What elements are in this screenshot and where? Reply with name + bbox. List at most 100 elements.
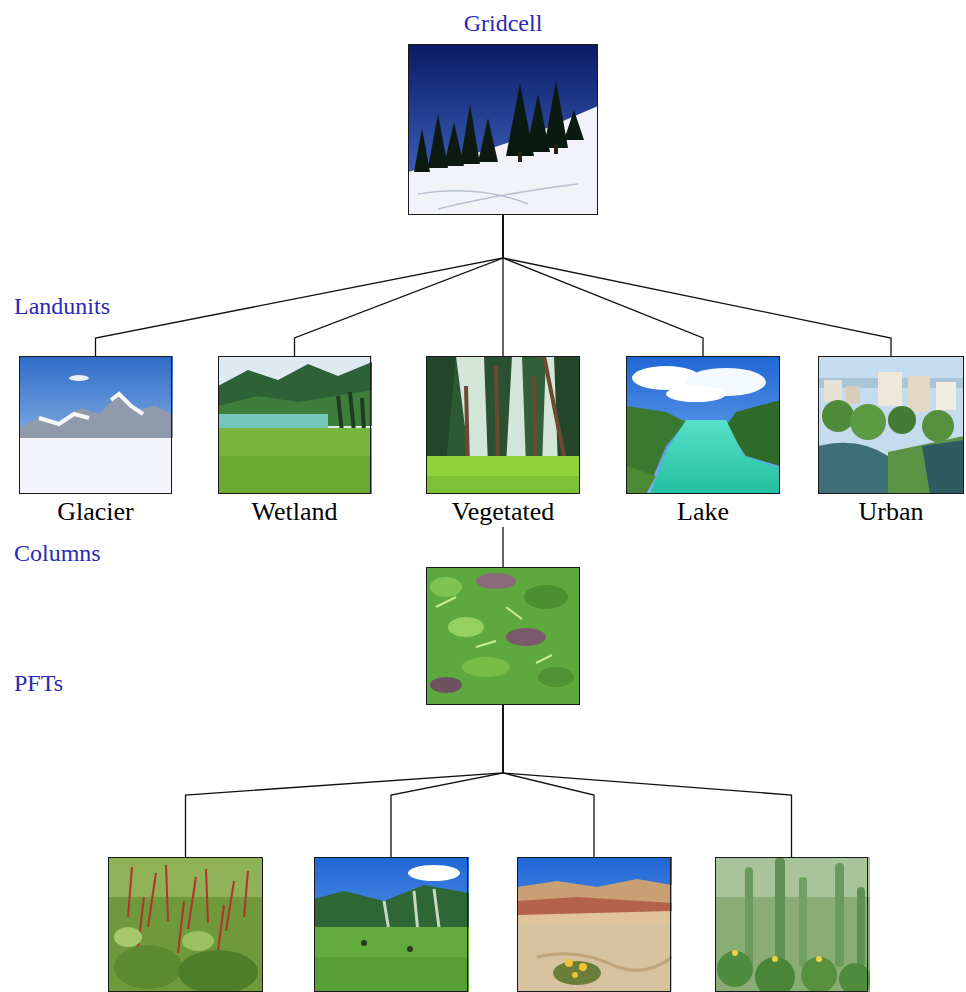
tree-connector [503, 705, 792, 857]
photo-detail [414, 104, 498, 172]
photo-detail [824, 380, 842, 402]
tree-connector [503, 215, 703, 356]
photo-detail [426, 356, 580, 494]
photo-detail [114, 945, 182, 989]
photo-node: Glacier [19, 356, 172, 527]
photo-detail [466, 356, 566, 466]
photo-detail [936, 382, 956, 410]
photo-frame [408, 44, 598, 215]
photo-detail [579, 963, 587, 971]
level-label: Columns [14, 539, 101, 568]
photo-node [108, 857, 263, 992]
photo-detail [407, 946, 413, 952]
grassland-photo [314, 857, 469, 992]
photo-detail [732, 950, 738, 956]
photo-detail [314, 957, 469, 992]
photo-detail [430, 677, 462, 693]
photo-detail [650, 420, 780, 494]
wetland-photo [218, 356, 372, 494]
photo-detail [128, 865, 248, 953]
photo-detail [178, 950, 258, 992]
photo-detail [775, 857, 785, 967]
photo-detail [818, 443, 888, 494]
photo-detail [426, 476, 580, 494]
tree-connector [502, 527, 503, 567]
vegetated-photo [426, 356, 580, 494]
photo-detail [857, 887, 865, 967]
tree-connector [186, 705, 504, 857]
tree-connector [503, 215, 891, 356]
photo-detail [517, 857, 672, 992]
photo-detail [182, 931, 214, 951]
photo-detail [839, 963, 870, 992]
photo-detail [908, 376, 930, 412]
photo-detail [922, 410, 954, 442]
cactus-photo [715, 857, 870, 992]
photo-detail [553, 961, 601, 985]
photo-detail [218, 456, 372, 494]
photo-node [517, 857, 671, 992]
photo-node: Urban [818, 356, 964, 527]
photo-node [715, 857, 868, 992]
photo-detail [418, 184, 578, 209]
photo-detail [408, 44, 598, 215]
photo-detail [19, 356, 173, 494]
landunit-label: Vegetated [452, 497, 555, 527]
photo-detail [835, 863, 844, 967]
photo-detail [39, 394, 143, 424]
tree-connector [391, 705, 503, 857]
photo-frame [818, 356, 964, 494]
photo-detail [426, 567, 580, 705]
photo-node [426, 567, 580, 705]
photo-frame [218, 356, 371, 494]
moss-photo [108, 857, 263, 992]
photo-frame [314, 857, 468, 992]
photo-detail [448, 617, 484, 637]
photo-detail [426, 456, 580, 494]
photo-detail [799, 877, 807, 967]
photo-detail [715, 857, 870, 897]
photo-detail [114, 927, 142, 947]
photo-detail [69, 375, 89, 381]
photo-detail [314, 857, 469, 992]
photo-detail [476, 573, 516, 589]
lake-photo [626, 356, 780, 494]
photo-detail [462, 657, 510, 677]
landunit-label: Lake [677, 497, 729, 527]
photo-detail [846, 386, 860, 404]
gridcell-photo [408, 44, 598, 215]
column-photo [426, 567, 580, 705]
photo-node [314, 857, 468, 992]
level-label: Landunits [14, 292, 110, 321]
photo-detail [850, 404, 886, 440]
photo-detail [517, 879, 672, 927]
photo-detail [524, 585, 568, 609]
photo-detail [218, 428, 372, 494]
glacier-photo [19, 356, 173, 494]
photo-detail [19, 438, 173, 494]
photo-detail [922, 440, 964, 494]
photo-detail [517, 923, 672, 992]
photo-detail [436, 597, 552, 663]
photo-frame [426, 567, 580, 705]
tree-connector [295, 215, 504, 356]
photo-frame [19, 356, 172, 494]
level-heading: Gridcell [464, 10, 543, 38]
photo-detail [626, 356, 780, 494]
photo-detail [506, 80, 584, 156]
desert-photo [517, 857, 672, 992]
photo-frame [715, 857, 868, 992]
photo-detail [19, 394, 173, 442]
photo-detail [517, 911, 672, 925]
photo-node: Lake [626, 356, 780, 527]
photo-detail [218, 414, 328, 430]
photo-detail [538, 667, 574, 687]
photo-frame [426, 356, 580, 494]
photo-detail [408, 865, 460, 881]
photo-detail [888, 406, 916, 434]
photo-node: Gridcell [408, 10, 598, 215]
photo-detail [218, 356, 372, 494]
photo-detail [361, 940, 367, 946]
photo-detail [518, 152, 522, 162]
